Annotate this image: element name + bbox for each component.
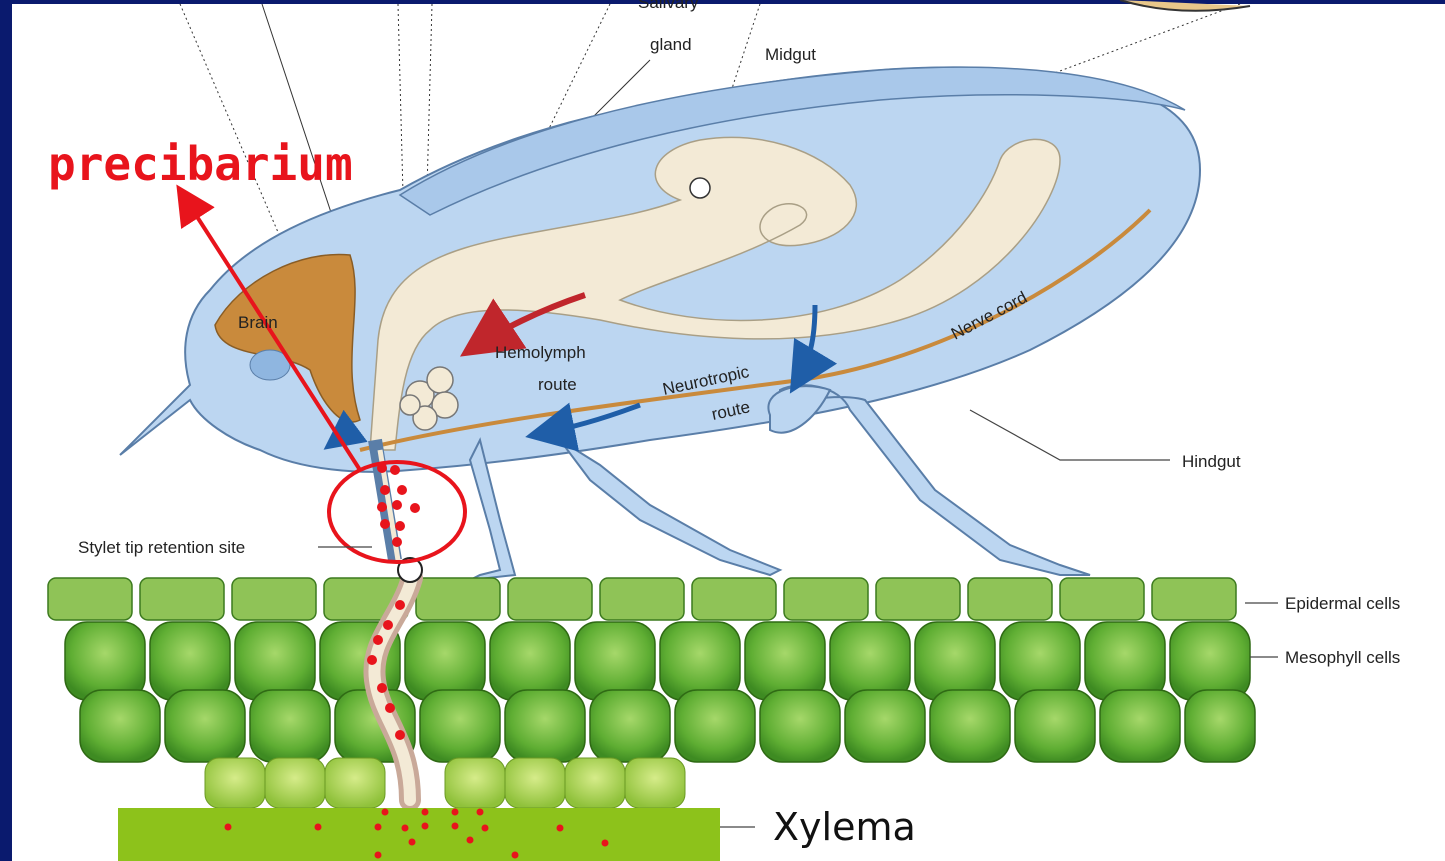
label-hemolymph-route: route <box>538 375 577 394</box>
label-mesophyll: Mesophyll cells <box>1285 648 1400 667</box>
label-brain: Brain <box>238 313 278 332</box>
label-stylet: Stylet tip retention site <box>78 538 245 557</box>
label-salivary-gland: gland <box>650 35 692 54</box>
label-epidermal: Epidermal cells <box>1285 594 1400 613</box>
xylema-label: Xylema <box>773 805 916 849</box>
label-hemolymph: Hemolymph <box>495 343 586 362</box>
label-salivary-top: Salivary <box>638 0 699 12</box>
label-hindgut: Hindgut <box>1182 452 1241 471</box>
precibarium-label: precibarium <box>48 137 353 191</box>
xylema-bar <box>118 808 720 861</box>
label-midgut: Midgut <box>765 45 816 64</box>
